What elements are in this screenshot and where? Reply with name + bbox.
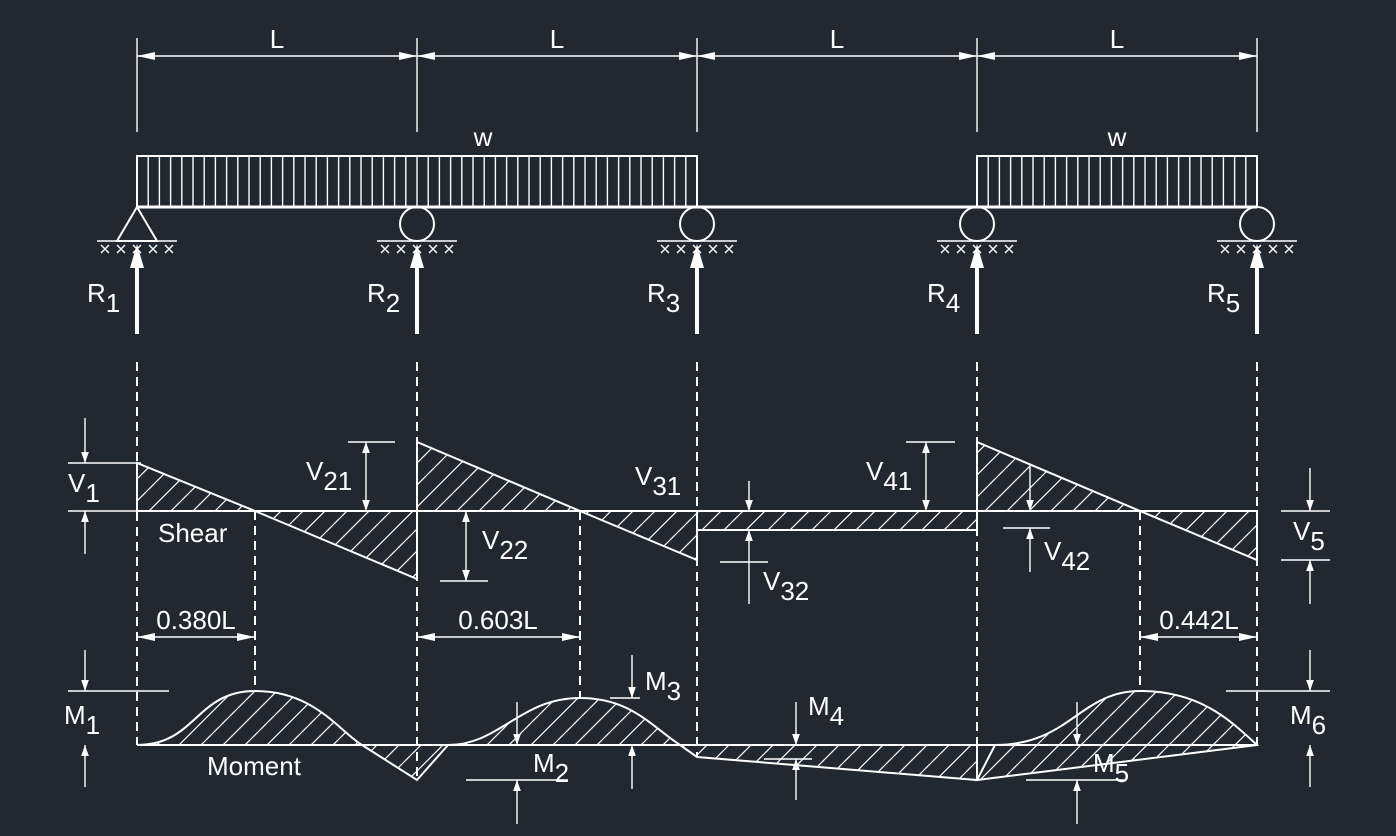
pin-support [97, 205, 177, 254]
reaction-label-r5: R5 [1207, 278, 1240, 318]
shear-label-v41: V41 [866, 456, 912, 496]
span-dimensions: L L L L [136, 24, 1258, 132]
shear-label-v32: V32 [763, 566, 809, 606]
span-label-2: L [550, 24, 564, 54]
shear-value-markers: V1 V21 V22 V31 V32 V41 V42 V5 [68, 418, 1330, 606]
shear-diagram: Shear [136, 440, 1258, 697]
reaction-label-r1: R1 [87, 278, 120, 318]
moment-title: Moment [207, 751, 302, 781]
shear-label-v5: V5 [1293, 516, 1325, 556]
shear-title: Shear [158, 518, 228, 548]
load-label-w-right: w [1107, 122, 1127, 152]
reaction-arrows [130, 244, 1264, 334]
moment-label-m1: M1 [64, 700, 100, 740]
moment-label-m2: M2 [533, 748, 569, 788]
span-label-1: L [270, 24, 284, 54]
reaction-label-r3: R3 [647, 278, 680, 318]
zero-shear-distances: 0.380L 0.603L 0.442L [137, 605, 1257, 641]
moment-label-m4: M4 [808, 691, 844, 731]
moment-label-m5: M5 [1093, 748, 1129, 788]
distance-label-span1: 0.380L [156, 605, 236, 635]
shear-label-v22: V22 [482, 525, 528, 565]
shear-label-v21: V21 [306, 456, 352, 496]
distance-label-span4: 0.442L [1159, 605, 1239, 635]
span-label-4: L [1110, 24, 1124, 54]
span-label-3: L [830, 24, 844, 54]
distributed-load-left: w [136, 122, 698, 208]
distributed-load-right: w [976, 122, 1258, 208]
moment-label-m3: M3 [645, 666, 681, 706]
moment-label-m6: M6 [1290, 700, 1326, 740]
moment-diagram: Moment [136, 689, 1260, 782]
reaction-label-r4: R4 [927, 278, 960, 318]
moment-value-markers: M1 M2 M3 M4 M5 M6 [64, 650, 1330, 824]
distance-label-span2: 0.603L [458, 605, 538, 635]
reaction-label-r2: R2 [367, 278, 400, 318]
reaction-labels: R1 R2 R3 R4 R5 [87, 278, 1240, 318]
roller-support-4 [937, 206, 1017, 254]
shear-label-v31: V31 [635, 461, 681, 501]
shear-label-v1: V1 [68, 468, 100, 508]
load-label-w-left: w [473, 122, 493, 152]
shear-label-v42: V42 [1044, 536, 1090, 576]
